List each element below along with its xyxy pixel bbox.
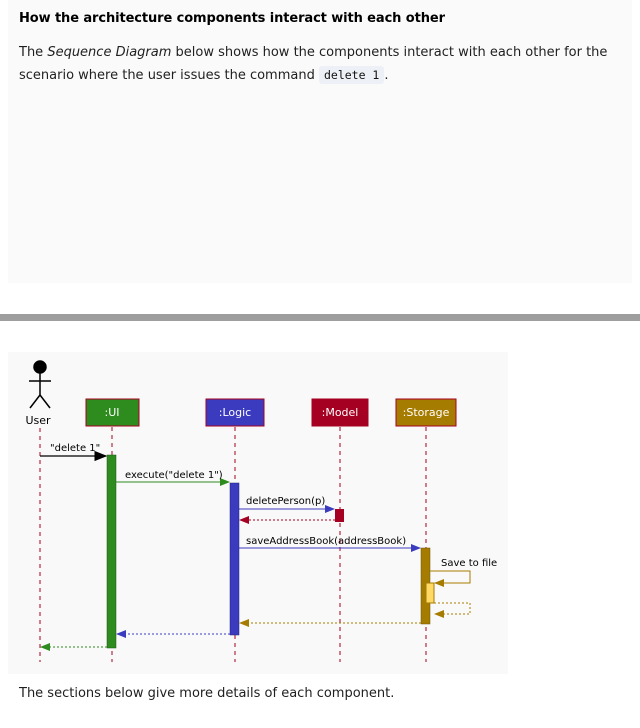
- storage-participant-box: [395, 398, 457, 427]
- actor-label: User: [25, 414, 51, 427]
- user-actor-icon: [29, 360, 51, 409]
- logic-participant-label: :Logic: [219, 406, 251, 419]
- intro-end: .: [384, 68, 389, 83]
- save-to-file-self-arrow: [430, 570, 471, 587]
- inline-code: delete 1: [318, 66, 385, 84]
- ui-participant-label: :UI: [104, 406, 119, 419]
- intro-panel: [8, 0, 632, 283]
- model-participant-label: :Model: [322, 406, 359, 419]
- intro-paragraph: The Sequence Diagram below shows how the…: [19, 42, 619, 87]
- save-address-book-label: saveAddressBook(addressBook): [246, 536, 406, 547]
- ui-activation-bar: [106, 454, 117, 649]
- logic-participant-box: [205, 398, 265, 427]
- intro-text-after: below shows how the components interact …: [19, 45, 608, 83]
- footer-text: The sections below give more details of …: [19, 686, 395, 701]
- save-to-file-return-arrow: [434, 602, 471, 618]
- model-participant-box: [311, 398, 369, 427]
- ui-participant-box: [85, 398, 140, 427]
- sequence-diagram: User :UI :Logic :Model :Storage "delete …: [25, 360, 497, 662]
- execute-label: execute("delete 1"): [125, 470, 223, 481]
- model-activation-bar: [335, 509, 344, 522]
- storage-nested-activation-bar: [425, 582, 435, 604]
- intro-emphasis: Sequence Diagram: [47, 45, 172, 60]
- logic-activation-bar: [229, 482, 240, 636]
- intro-text-before: The: [19, 45, 48, 60]
- user-command-label: "delete 1": [50, 443, 100, 454]
- delete-person-label: deletePerson(p): [246, 496, 325, 507]
- section-heading: How the architecture components interact…: [19, 11, 445, 26]
- horizontal-divider: [0, 314, 640, 321]
- save-to-file-label: Save to file: [441, 558, 497, 569]
- storage-participant-label: :Storage: [403, 406, 450, 419]
